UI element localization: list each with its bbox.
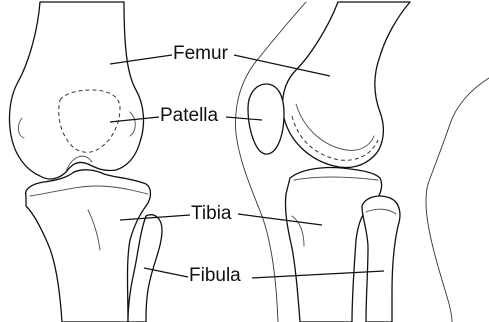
side-fibula-shape <box>362 196 400 322</box>
femur-label: Femur <box>172 44 229 63</box>
side-femur-shape <box>283 2 411 168</box>
front-femur-shape <box>10 2 144 179</box>
tibia-label: Tibia <box>190 204 232 223</box>
side-view <box>236 2 489 322</box>
fibula-label: Fibula <box>188 266 242 285</box>
patella-label: Patella <box>159 106 219 125</box>
front-view <box>10 2 162 322</box>
side-skin-back-contour <box>426 78 489 322</box>
